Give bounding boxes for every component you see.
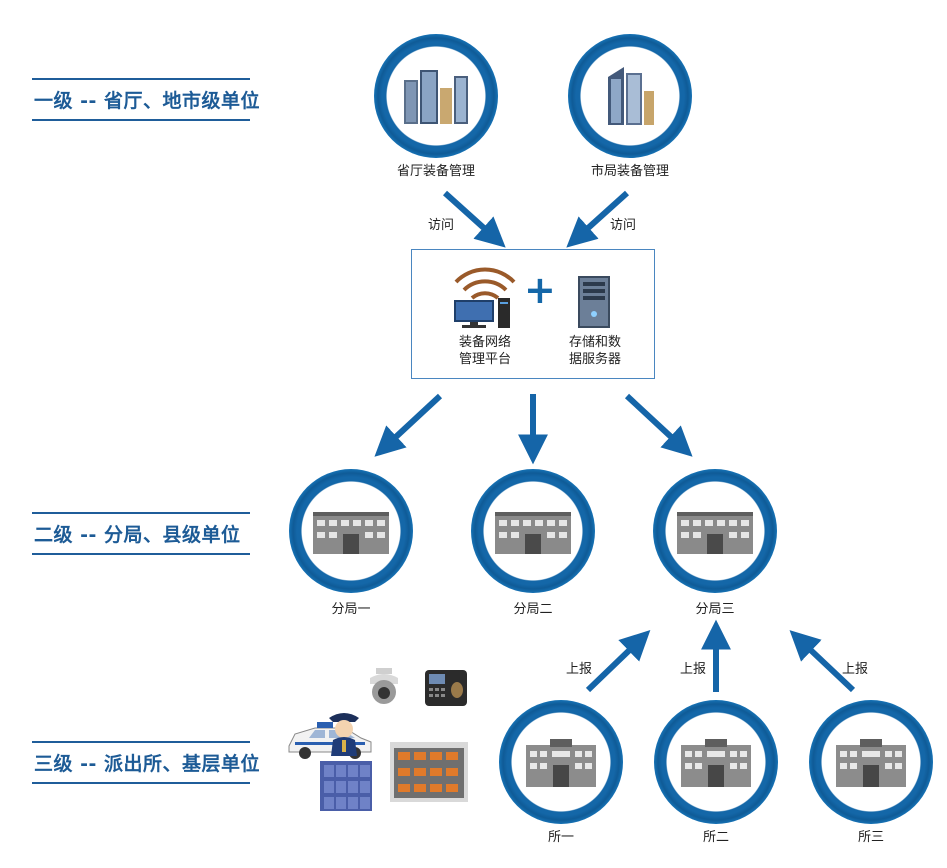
server-tower-icon [578, 276, 610, 328]
equipment-storage-room-icon [390, 742, 468, 802]
level-three-heading: 三级 -- 派出所、基层单位 [32, 741, 261, 784]
platform-label-line1: 装备网络 [458, 335, 511, 350]
police-station-icon [526, 739, 596, 787]
office-building-icon [313, 512, 389, 554]
server-label: 存储和数 据服务器 [540, 334, 650, 368]
plus-symbol: + [524, 268, 556, 312]
server-label-line1: 存储和数 [568, 335, 621, 350]
report-arrow-1 [585, 630, 651, 693]
fingerprint-terminal-icon [425, 670, 467, 706]
access-label-right: 访问 [610, 218, 637, 233]
branch-node-2 [471, 469, 595, 593]
top-node-province [374, 34, 498, 158]
top-node-province-label: 省厅装备管理 [396, 164, 475, 179]
divider [32, 119, 250, 121]
access-arrow-right [566, 190, 630, 248]
branch-node-1-label: 分局一 [331, 602, 371, 617]
report-arrow-3 [789, 630, 856, 693]
report-label-3: 上报 [842, 662, 869, 677]
level-one-text: 一级 -- 省厅、地市级单位 [34, 90, 261, 112]
branch-node-3 [653, 469, 777, 593]
platform-label-line2: 管理平台 [458, 352, 511, 367]
office-building-icon [495, 512, 571, 554]
divider [32, 741, 250, 743]
level-two-text: 二级 -- 分局、县级单位 [34, 524, 241, 546]
branch-node-3-label: 分局三 [695, 602, 735, 617]
station-node-2 [654, 700, 778, 824]
level-one-heading: 一级 -- 省厅、地市级单位 [32, 78, 261, 121]
divider [32, 78, 250, 80]
office-building-icon [677, 512, 753, 554]
top-node-city [568, 34, 692, 158]
top-node-city-label: 市局装备管理 [590, 164, 669, 179]
skyscraper-icon [608, 67, 654, 125]
platform-label: 装备网络 管理平台 [430, 334, 540, 368]
police-station-icon [836, 739, 906, 787]
wifi-computer-icon [454, 267, 516, 328]
report-label-2: 上报 [680, 662, 707, 677]
equipment-cabinet-icon [320, 761, 372, 811]
server-label-line2: 据服务器 [568, 352, 621, 367]
station-node-2-label: 所二 [702, 830, 729, 845]
platform-box: + 装备网络 管理平台 存储和数 据服务器 [411, 249, 655, 379]
access-arrow-left [442, 190, 506, 248]
station-node-1-label: 所一 [547, 830, 574, 845]
skyscraper-icon [404, 70, 468, 124]
station-node-3 [809, 700, 933, 824]
station-node-3-label: 所三 [857, 830, 884, 845]
police-officer-icon [329, 713, 359, 756]
divider [32, 512, 250, 514]
dome-camera-icon [370, 668, 398, 704]
level-two-heading: 二级 -- 分局、县级单位 [32, 512, 250, 555]
branch-node-2-label: 分局二 [513, 602, 553, 617]
divider [32, 782, 250, 784]
report-label-1: 上报 [566, 662, 593, 677]
branch-arrow-1 [374, 393, 443, 457]
police-station-icon [681, 739, 751, 787]
station-node-1 [499, 700, 623, 824]
branch-node-1 [289, 469, 413, 593]
level-three-text: 三级 -- 派出所、基层单位 [34, 753, 261, 775]
divider [32, 553, 250, 555]
access-label-left: 访问 [428, 218, 455, 233]
branch-arrow-3 [624, 393, 693, 457]
